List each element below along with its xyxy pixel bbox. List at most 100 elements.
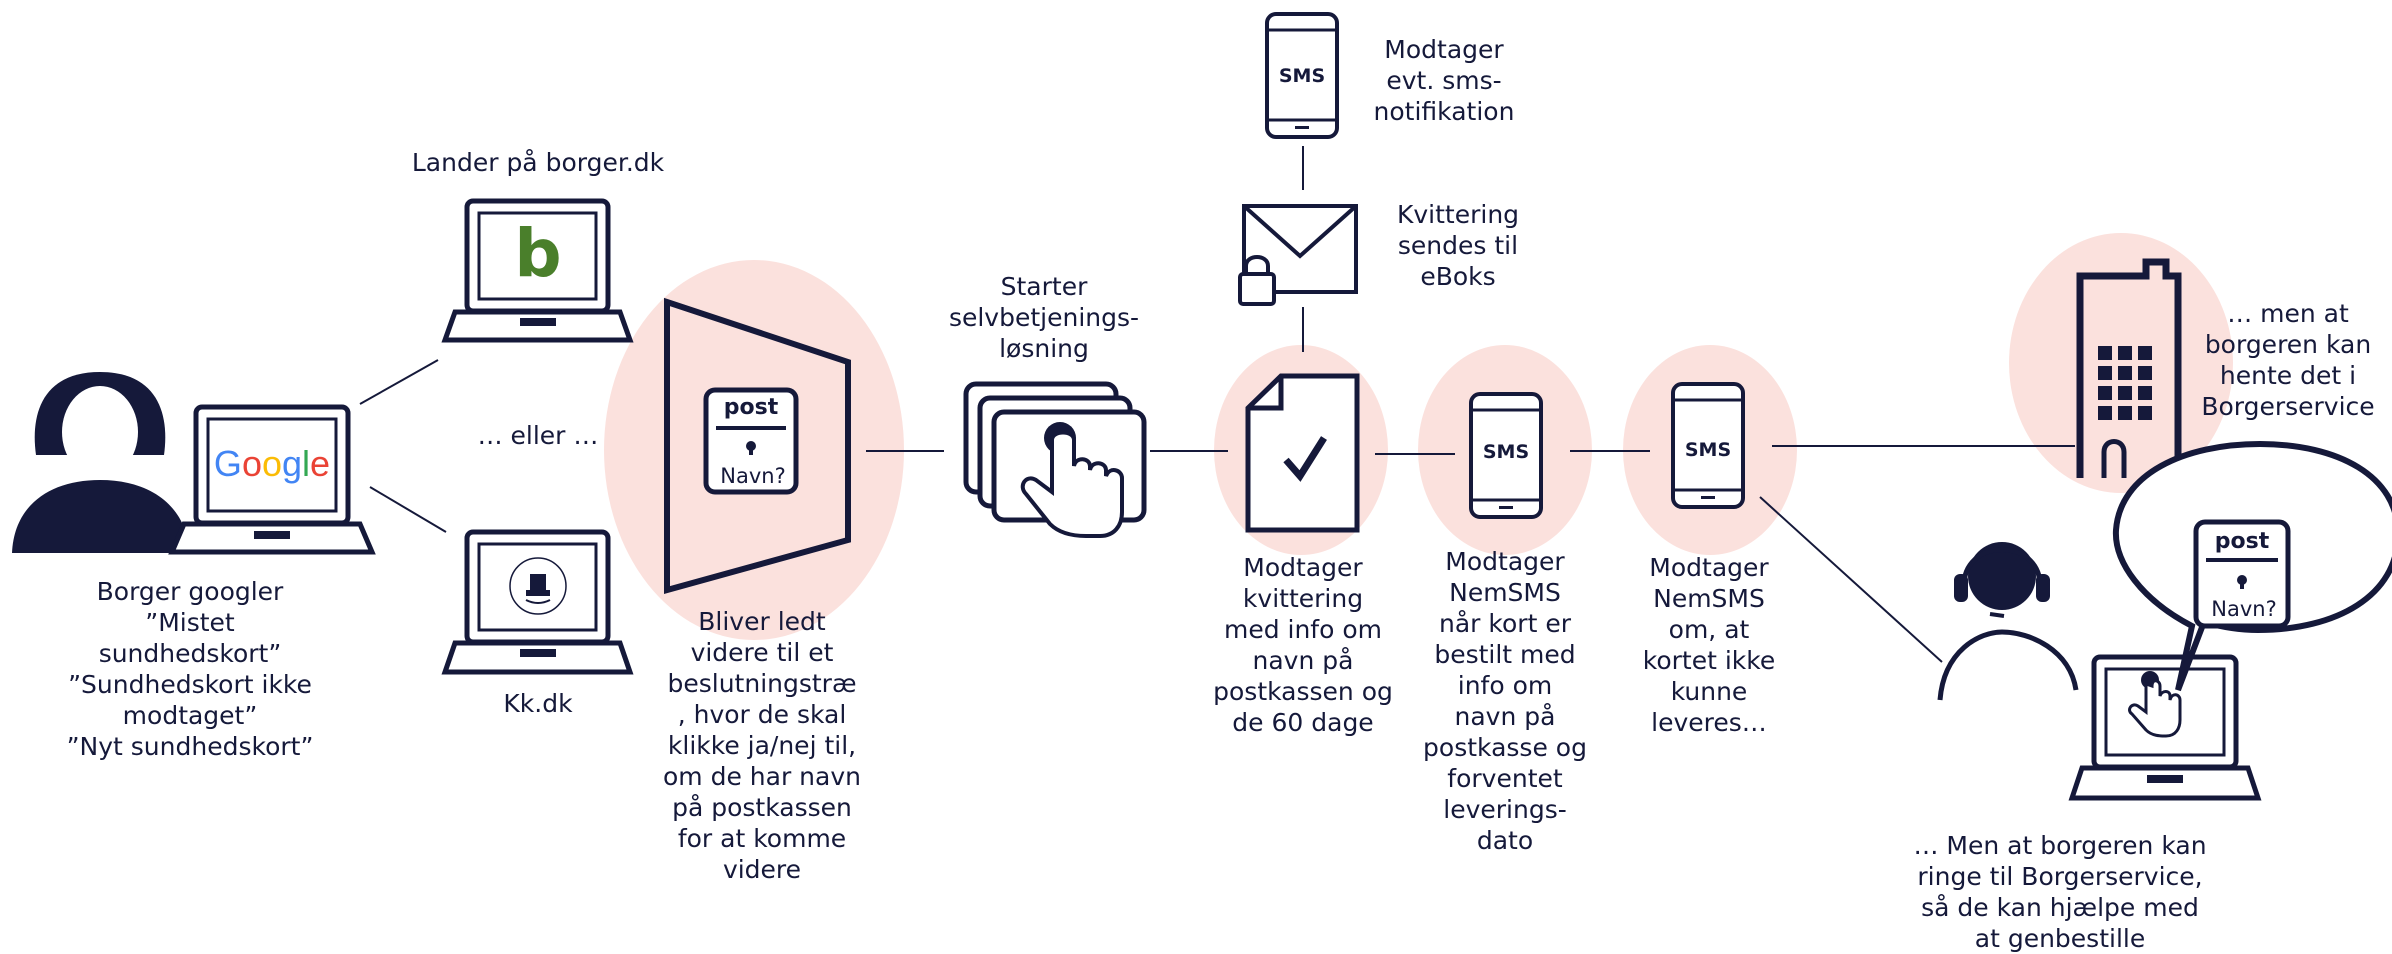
ring-line: at genbestille [1974,924,2146,953]
eller-caption: … eller … [448,420,628,451]
ring-caption: … Men at borgeren kan ringe til Borgerse… [1890,830,2230,954]
headset-person-icon [1937,542,2079,701]
decision-line: , hvor de skal [677,700,847,729]
decision-line: på postkassen [672,793,852,822]
decision-line: om de har navn [663,762,861,791]
envelope-lock-icon [1238,204,1358,306]
nemsms1-line: Modtager [1445,547,1565,576]
nemsms1-line: bestilt med [1434,640,1576,669]
mailbox-icon [664,297,851,594]
receipt-line: kvittering [1242,584,1364,613]
starter-caption: Starter selvbetjenings- løsning [914,271,1174,364]
nemsms2-line: kunne [1670,677,1748,706]
building-icon [2076,258,2182,478]
borgerservice-line: Borgerservice [2201,392,2375,421]
nemsms2-line: Modtager [1649,553,1769,582]
speech-bubble: post Navn? [2112,440,2392,692]
decision-line: videre til et [690,638,834,667]
hand-cards-icon [963,381,1147,538]
bubble-word: post [2215,529,2270,554]
ring-line: ringe til Borgerservice, [1917,862,2203,891]
nemsms1-caption: Modtager NemSMS når kort er bestilt med … [1400,546,1610,856]
kk-line: Kk.dk [503,689,573,718]
sms-phone-icon: SMS [1671,382,1745,509]
decision-line: klikke ja/nej til, [667,731,857,760]
eboks-caption: Kvittering sendes til eBoks [1388,199,1548,292]
citizen-line: ”Nyt sundhedskort” [66,732,314,761]
connector-nemsms2-support [1759,496,1943,663]
connector-google-borgerdk [359,359,439,405]
nemsms2-line: NemSMS [1653,584,1765,613]
laptop-kk [441,529,634,675]
citizen-caption: Borger googler ”Mistet sundhedskort” ”Su… [40,576,340,762]
sms-top-line: evt. sms- [1386,66,1502,95]
bubble-mailbox-plate [2193,519,2291,629]
nemsms1-line: dato [1476,826,1534,855]
sms-top-caption: Modtager evt. sms- notifikation [1364,34,1564,127]
nemsms2-line: om, at [1668,615,1750,644]
eller-line: … eller … [477,421,599,450]
receipt-line: navn på [1252,646,1354,675]
borgerservice-caption: … men at borgeren kan hente det i Borger… [2188,298,2388,422]
ring-line: så de kan hjælpe med [1921,893,2199,922]
google-logo: Google [214,443,330,484]
sms-label-nemsms1: SMS [1483,441,1529,463]
decision-line: for at komme [677,824,847,853]
nemsms1-line: NemSMS [1449,578,1561,607]
sms-top-line: notifikation [1373,97,1515,126]
nemsms1-line: postkasse og [1423,733,1587,762]
borgerservice-line: … men at [2227,299,2349,328]
connectors [359,146,2075,663]
receipt-line: med info om [1223,615,1383,644]
nemsms1-line: forventet [1447,764,1563,793]
decision-line: beslutningstræ [667,669,857,698]
kk-caption: Kk.dk [458,688,618,719]
nemsms2-line: leveres… [1651,708,1767,737]
borgerdk-logo: b [514,215,561,292]
nemsms1-line: info om [1457,671,1553,700]
citizen-line: Borger googler [96,577,284,606]
connector-google-kk [369,486,447,533]
borgerservice-line: borgeren kan [2204,330,2372,359]
eboks-line: eBoks [1420,262,1496,291]
receipt-line: de 60 dage [1232,708,1374,737]
citizen-group: Google [12,372,376,555]
borgerservice-line: hente det i [2219,361,2357,390]
citizen-line: ”Sundhedskort ikke [68,670,312,699]
receipt-line: Modtager [1243,553,1363,582]
document-check-icon [1245,373,1360,533]
nemsms1-line: leverings- [1443,795,1567,824]
sms-phone-icon: SMS [1469,392,1543,519]
mailbox-word: post [724,395,779,420]
receipt-line: postkassen og [1213,677,1393,706]
nemsms2-line: kortet ikke [1642,646,1776,675]
eboks-line: sendes til [1397,231,1519,260]
laptop-borgerdk: b [441,198,634,343]
starter-line: Starter [1000,272,1088,301]
citizen-line: sundhedskort” [98,639,282,668]
lander-line: Lander på borger.dk [411,148,665,177]
lander-caption: Lander på borger.dk [388,147,688,178]
decision-caption: Bliver ledt videre til et beslutningstræ… [622,606,902,885]
decision-line: videre [722,855,802,884]
eboks-line: Kvittering [1396,200,1520,229]
citizen-line: modtaget” [122,701,258,730]
nemsms2-caption: Modtager NemSMS om, at kortet ikke kunne… [1614,552,1804,738]
sms-phone-icon: SMS [1265,12,1339,139]
decision-line: Bliver ledt [698,607,826,636]
nemsms1-line: navn på [1454,702,1556,731]
mailbox-name: Navn? [720,464,785,488]
nemsms1-line: når kort er [1439,609,1571,638]
starter-line: løsning [999,334,1089,363]
laptop-icon [441,198,634,343]
sms-label-nemsms2: SMS [1685,439,1731,461]
person-face [62,386,138,478]
laptop-icon [2068,654,2262,801]
decision-mailbox: post Navn? [664,297,851,594]
sms-label-top: SMS [1279,65,1325,87]
laptop-icon [168,404,376,555]
ring-line: … Men at borgeren kan [1913,831,2207,860]
citizen-line: ”Mistet [145,608,235,637]
bubble-name: Navn? [2211,597,2276,621]
